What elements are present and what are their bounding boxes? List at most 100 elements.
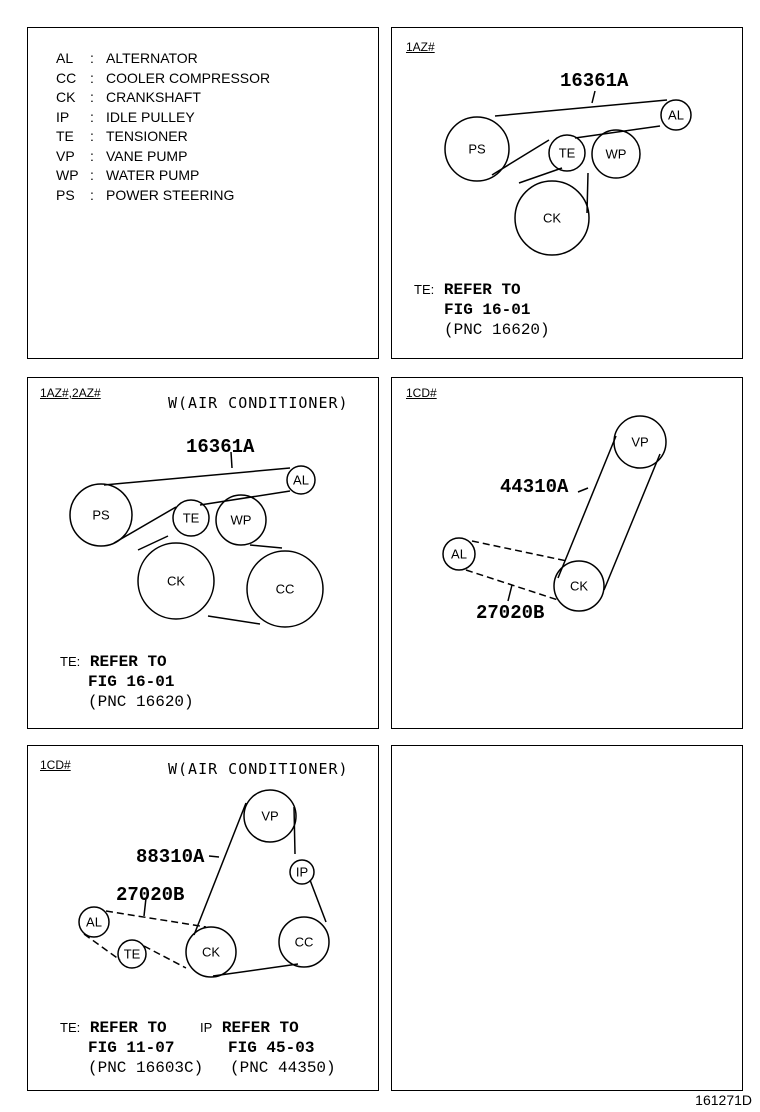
belt-segment-dashed xyxy=(83,933,121,961)
belt-segment xyxy=(249,544,283,549)
belt-segment xyxy=(293,806,296,855)
cc-label: CC xyxy=(276,582,295,597)
ck-label: CK xyxy=(570,579,588,594)
part-leader-line xyxy=(208,855,220,858)
al-label: AL xyxy=(451,547,467,562)
legend-colon: : xyxy=(90,147,94,164)
vp-pulley xyxy=(613,415,667,469)
engine-tag: 1AZ# xyxy=(406,40,435,54)
legend-colon: : xyxy=(90,128,94,144)
te-label: TE xyxy=(183,511,200,526)
ps-label: PS xyxy=(468,142,486,157)
belt-segment xyxy=(557,435,617,579)
ps-pulley xyxy=(444,116,510,182)
ck-pulley xyxy=(137,542,215,620)
part-leader-line xyxy=(230,451,233,469)
ck-label: CK xyxy=(167,574,185,589)
legend-item: CK: CRANKSHAFT xyxy=(56,89,201,105)
ref-line1: REFER TO xyxy=(89,1019,167,1037)
part-number-a: 88310A xyxy=(136,846,205,868)
legend-colon: : xyxy=(90,89,94,105)
vp-label: VP xyxy=(261,809,278,824)
legend-colon: : xyxy=(90,108,94,125)
vp-pulley xyxy=(243,789,297,843)
al-pulley xyxy=(286,465,316,495)
legend-name: VANE PUMP xyxy=(106,147,188,164)
engine-tag: 1CD# xyxy=(40,758,71,772)
legend-name: CRANKSHAFT xyxy=(106,89,201,105)
engine-tag: 1AZ#,2AZ# xyxy=(40,386,101,400)
belt-segment xyxy=(574,125,661,139)
cc-pulley xyxy=(246,550,324,628)
al-pulley xyxy=(660,99,692,131)
legend-colon: : xyxy=(90,167,94,183)
ref-prefix: TE: xyxy=(414,282,435,297)
figure-id: 161271D xyxy=(695,1092,752,1108)
belt-diagram-1cd-ac: VP IP CC CK AL TE xyxy=(78,789,330,978)
belt-segment-dashed xyxy=(465,569,559,601)
al-pulley xyxy=(442,537,476,571)
legend-abbr: CK xyxy=(56,89,76,105)
wp-pulley xyxy=(215,494,267,546)
ref-line3: (PNC 16620) xyxy=(444,321,550,339)
al-label: AL xyxy=(668,108,684,123)
te-pulley xyxy=(548,134,586,172)
legend-item: PS:POWER STEERING xyxy=(56,187,234,203)
te-reference: TE: REFER TO FIG 11-07 (PNC 16603C) xyxy=(60,1018,203,1078)
engine-tag: 1CD# xyxy=(406,386,437,400)
belt-segment-dashed xyxy=(105,910,207,928)
ip-reference: IP REFER TO FIG 45-03 (PNC 44350) xyxy=(200,1018,336,1078)
ref-line2: FIG 16-01 xyxy=(444,301,531,319)
ck-pulley xyxy=(185,926,237,978)
belt-diagram-1az-ac: PS AL TE WP CK CC xyxy=(69,451,324,628)
ref-line1: REFER TO xyxy=(443,281,521,299)
condition-label: W(AIR CONDITIONER) xyxy=(168,760,349,778)
legend-name: WATER PUMP xyxy=(106,167,200,183)
legend-item: VP: VANE PUMP xyxy=(56,148,187,164)
part-leader-line xyxy=(507,584,513,602)
part-number: 16361A xyxy=(560,70,629,92)
te-pulley xyxy=(117,939,147,969)
belt-segment xyxy=(309,879,327,923)
te-reference: TE: REFER TO FIG 16-01 (PNC 16620) xyxy=(414,280,550,340)
cc-pulley xyxy=(278,916,330,968)
al-pulley xyxy=(78,906,110,938)
te-label: TE xyxy=(559,146,576,161)
legend-name: IDLE PULLEY xyxy=(106,108,195,125)
te-pulley xyxy=(172,499,210,537)
panel-1cd-ac: 1CD# W(AIR CONDITIONER) VP IP CC CK xyxy=(27,745,379,1091)
legend-item: WP: WATER PUMP xyxy=(56,167,199,183)
legend-abbr: WP xyxy=(56,167,79,183)
empty-panel xyxy=(391,745,743,1091)
belt-segment xyxy=(103,467,291,486)
ref-line1: REFER TO xyxy=(89,653,167,671)
te-label: TE xyxy=(124,947,141,962)
belt-segment xyxy=(113,506,177,544)
ref-line2: FIG 11-07 xyxy=(88,1039,175,1057)
al-label: AL xyxy=(86,915,102,930)
ref-line2: FIG 16-01 xyxy=(88,673,175,691)
belt-segment xyxy=(193,802,247,936)
legend-colon: : xyxy=(90,186,94,203)
ref-line1: REFER TO xyxy=(221,1019,299,1037)
belt-segment xyxy=(518,167,563,184)
legend-colon: : xyxy=(90,69,94,86)
belt-diagram-1az: PS AL TE WP CK xyxy=(444,90,692,256)
condition-label: W(AIR CONDITIONER) xyxy=(168,394,349,412)
ref-prefix: TE: xyxy=(60,1020,81,1035)
belt-segment xyxy=(603,453,661,591)
part-leader-line xyxy=(143,897,147,917)
legend-abbr: VP xyxy=(56,147,75,164)
wp-label: WP xyxy=(231,513,252,528)
ref-line3: (PNC 44350) xyxy=(230,1059,336,1077)
vp-label: VP xyxy=(631,435,648,450)
ck-label: CK xyxy=(202,945,220,960)
ref-line3: (PNC 16603C) xyxy=(88,1059,204,1077)
ck-pulley xyxy=(514,180,590,256)
belt-segment-dashed xyxy=(143,945,187,969)
legend-abbr: AL xyxy=(56,50,74,66)
legend-item: TE:TENSIONER xyxy=(56,128,188,144)
ref-line2: FIG 45-03 xyxy=(228,1039,315,1057)
ck-label: CK xyxy=(543,211,561,226)
